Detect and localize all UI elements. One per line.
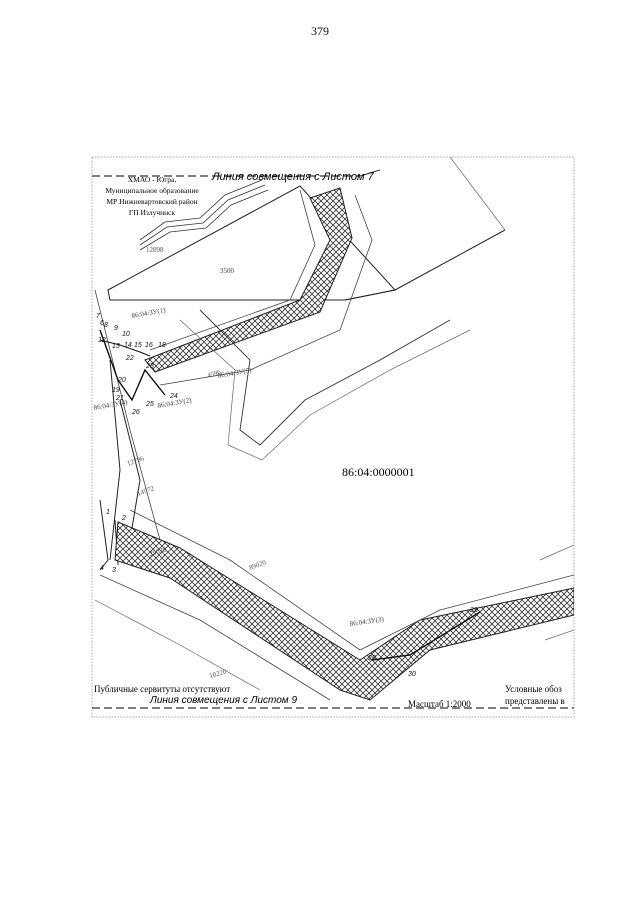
region-caption: ХМАО - Югра, Муниципальное образование М… bbox=[105, 175, 199, 217]
hatched-corridor-upper bbox=[144, 187, 353, 373]
point-9: 9 bbox=[114, 325, 118, 332]
parcel-label-1: 12898 bbox=[146, 246, 164, 254]
point-13: 13 bbox=[112, 343, 120, 350]
servitudes-note: Публичные сервитуты отсутствуют bbox=[94, 684, 230, 694]
legend-note-line2: представлены в bbox=[505, 696, 565, 706]
point-1: 1 bbox=[106, 509, 110, 516]
legend-note-line1: Условные обоз bbox=[505, 684, 562, 694]
point-23: 23 bbox=[145, 363, 154, 370]
point-18: 18 bbox=[158, 342, 166, 349]
block-label: 3500 bbox=[220, 267, 235, 275]
page-number: 379 bbox=[311, 24, 329, 38]
bottom-match-label: Линия совмещения с Листом 9 bbox=[149, 695, 297, 706]
hatched-corridor-lower bbox=[114, 521, 574, 701]
region-line-2: Муниципальное образование bbox=[105, 186, 199, 195]
point-8: 8 bbox=[104, 322, 108, 329]
header-title: Линия совмещения с Листом 7 bbox=[211, 171, 375, 183]
point-30: 30 bbox=[408, 671, 416, 678]
region-line-4: ГП Излучинск bbox=[129, 208, 176, 217]
parcel-ref-1: 86:04:ЗУ(1) bbox=[131, 306, 167, 320]
point-29: 29 bbox=[469, 607, 478, 614]
cadastral-quarter: 86:04:0000001 bbox=[342, 465, 415, 479]
parcel-label-6: 89020 bbox=[248, 558, 268, 572]
point-25: 25 bbox=[145, 401, 154, 408]
survey-points: 1 2 3 4 6 7 8 9 10 12 13 14 15 16 18 19 … bbox=[96, 313, 478, 678]
point-26: 26 bbox=[131, 409, 140, 416]
scale-label: Масштаб 1:2000 bbox=[408, 699, 471, 709]
point-4: 4 bbox=[100, 565, 104, 572]
point-21: 21 bbox=[115, 395, 124, 402]
parcel-ref-3: 86:04:ЗУ(3) bbox=[349, 615, 385, 628]
region-line-3: МР Нижневартовский район bbox=[106, 197, 197, 206]
point-12: 12 bbox=[98, 337, 106, 344]
point-19: 19 bbox=[112, 387, 120, 394]
region-line-1: ХМАО - Югра, bbox=[128, 175, 177, 184]
point-7: 7 bbox=[96, 313, 101, 320]
point-22: 22 bbox=[125, 355, 134, 362]
point-20: 20 bbox=[117, 377, 126, 384]
point-28: 28 bbox=[367, 655, 376, 662]
point-10: 10 bbox=[122, 331, 130, 338]
point-2: 2 bbox=[121, 515, 126, 522]
map-frame bbox=[91, 156, 575, 718]
parcel-label-3: 12796 bbox=[126, 454, 146, 468]
point-14: 14 bbox=[124, 342, 132, 349]
point-15: 15 bbox=[134, 342, 142, 349]
point-16: 16 bbox=[145, 342, 153, 349]
parcel-label-4: 18220 bbox=[208, 668, 227, 680]
point-6: 6 bbox=[100, 320, 104, 327]
point-24: 24 bbox=[169, 393, 178, 400]
point-3: 3 bbox=[112, 567, 116, 574]
